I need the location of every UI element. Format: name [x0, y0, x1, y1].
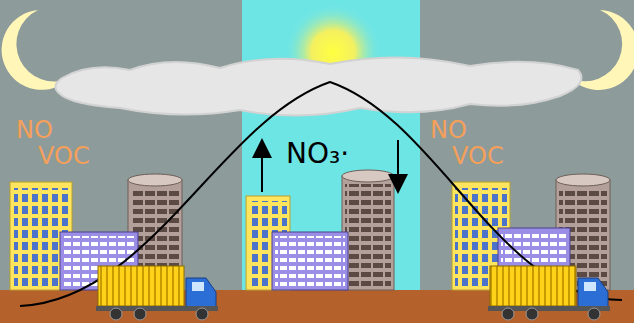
down-arrow	[397, 140, 399, 184]
species-label: VOC	[38, 144, 90, 168]
night-panel	[0, 0, 242, 323]
day-panel	[242, 0, 420, 323]
transport-curve	[20, 82, 622, 306]
night-panel	[420, 0, 634, 323]
truck	[488, 266, 610, 320]
up-arrow	[261, 148, 263, 192]
species-label: VOC	[452, 144, 504, 168]
species-label: NO	[16, 118, 53, 142]
buildings	[246, 170, 394, 290]
radical-label: NO₃·	[286, 140, 349, 168]
truck	[96, 266, 218, 320]
moon	[2, 10, 70, 90]
species-label: NO	[430, 118, 467, 142]
